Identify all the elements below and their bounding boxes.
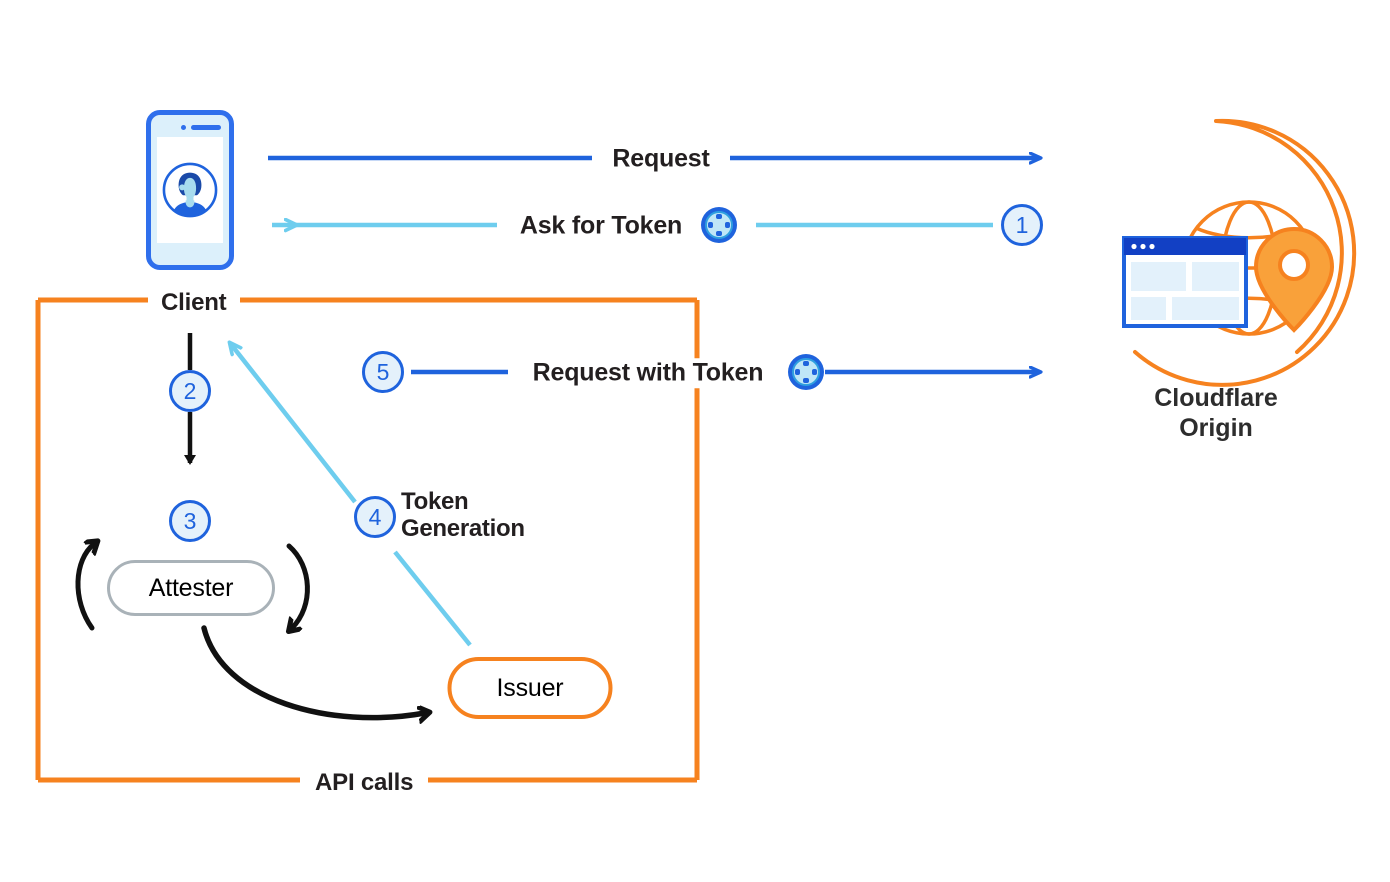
step-badge-1: 1 (1001, 204, 1043, 246)
location-pin-icon (1253, 226, 1335, 333)
flow-token-generation-arrow (230, 343, 472, 647)
step-badge-2: 2 (169, 370, 211, 412)
user-avatar-icon (162, 162, 218, 218)
origin-label: Cloudflare Origin (1154, 384, 1278, 443)
flow-label-request-with-token: Request with Token (525, 358, 771, 388)
phone-speaker-dot (181, 125, 186, 130)
node-attester[interactable]: Attester (107, 560, 275, 616)
step-badge-5: 5 (362, 351, 404, 393)
origin-label-line-1: Cloudflare (1154, 384, 1278, 412)
token-generation-line-2: Generation (401, 514, 525, 542)
boundary-bottom-label: API calls (306, 769, 423, 798)
browser-window-icon (1122, 236, 1248, 328)
client-phone-icon (146, 110, 234, 270)
token-generation-line-1: Token (401, 488, 469, 515)
boundary-top-label: Client (152, 289, 236, 318)
phone-screen (157, 137, 223, 243)
flow-label-token-generation: Token Generation (401, 488, 525, 543)
token-icon-request (786, 352, 826, 392)
attester-label: Attester (148, 573, 234, 602)
node-issuer[interactable]: Issuer (447, 657, 613, 719)
cloudflare-origin-icon (1122, 118, 1357, 387)
step-badge-3: 3 (169, 500, 211, 542)
attester-loop-arrows (75, 544, 425, 718)
step-badge-4: 4 (354, 496, 396, 538)
phone-speaker-bar (191, 125, 221, 130)
flow-label-ask-for-token: Ask for Token (512, 211, 690, 241)
origin-label-line-2: Origin (1179, 413, 1253, 442)
token-icon-ask (699, 205, 739, 245)
flow-label-request: Request (605, 144, 717, 174)
issuer-label: Issuer (496, 673, 564, 702)
